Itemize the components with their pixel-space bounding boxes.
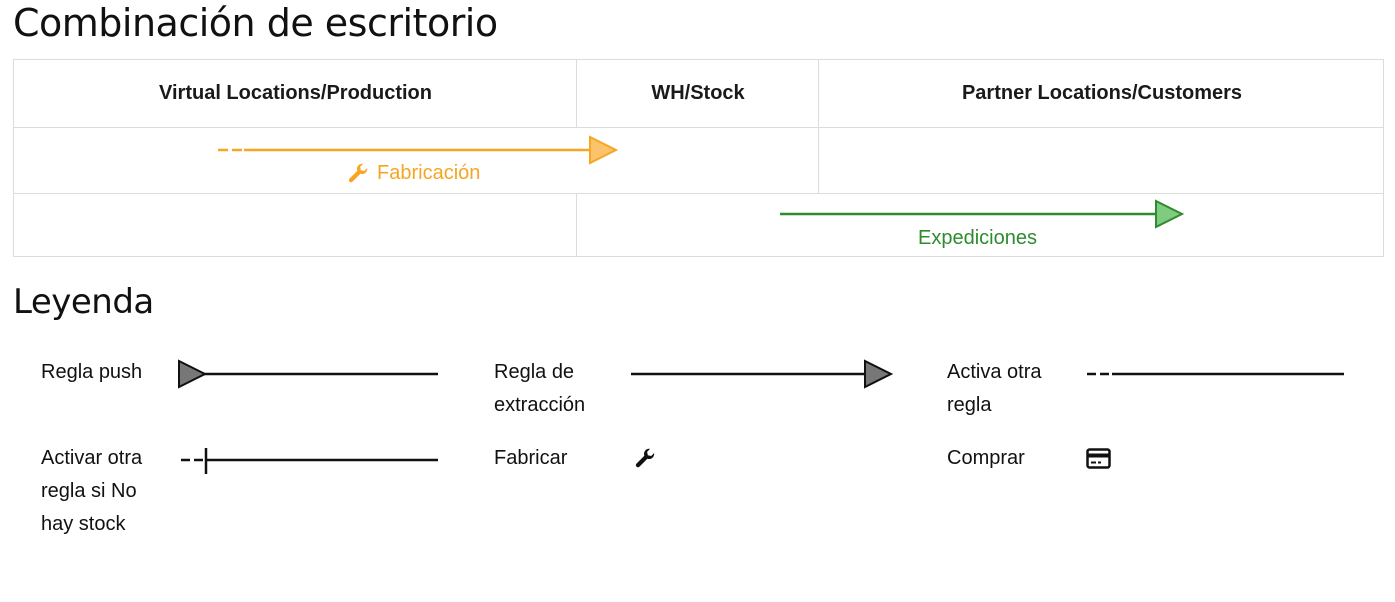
page-title: Combinación de escritorio bbox=[13, 1, 498, 45]
legend-label-line: Activar otra bbox=[41, 447, 143, 469]
legend-label-line: Regla de bbox=[494, 361, 575, 383]
route-arrow-fabricacion[interactable] bbox=[214, 134, 624, 166]
column-header-virtual-locations: Virtual Locations/Production bbox=[159, 82, 432, 104]
column-header-partner-locations: Partner Locations/Customers bbox=[961, 82, 1243, 104]
trigger-if-no-stock-symbol bbox=[181, 448, 438, 474]
credit-card-icon bbox=[1086, 448, 1111, 469]
wrench-icon bbox=[635, 448, 655, 468]
row-divider bbox=[14, 193, 1383, 194]
route-arrow-expediciones[interactable] bbox=[778, 199, 1188, 232]
trigger-rule-symbol bbox=[1087, 372, 1344, 376]
pull-rule-symbol bbox=[631, 359, 894, 389]
legend-label-trigger-if-no-stock: Activar otra regla si No hay stock bbox=[41, 442, 142, 541]
route-label-fabricacion[interactable]: Fabricación bbox=[347, 162, 480, 185]
legend-label-trigger-rule: Activa otra regla bbox=[947, 356, 1041, 422]
route-label-expediciones[interactable]: Expediciones bbox=[918, 227, 1037, 249]
legend-label-line: regla si No bbox=[41, 480, 137, 502]
legend-label-line: hay stock bbox=[41, 513, 126, 535]
row-divider bbox=[14, 127, 1383, 128]
column-divider bbox=[576, 193, 577, 257]
route-label-text: Fabricación bbox=[377, 162, 481, 184]
legend-label-push-rule: Regla push bbox=[41, 361, 143, 383]
legend-title: Leyenda bbox=[13, 282, 154, 322]
legend-label-pull-rule: Regla de extracción bbox=[494, 356, 585, 422]
legend-label-line: regla bbox=[947, 394, 992, 416]
column-divider bbox=[818, 60, 819, 193]
legend-label-manufacture: Fabricar bbox=[494, 447, 568, 469]
legend-label-line: Activa otra bbox=[947, 361, 1042, 383]
route-table: Virtual Locations/Production WH/Stock Pa… bbox=[13, 59, 1384, 257]
push-rule-symbol bbox=[178, 359, 438, 389]
column-header-wh-stock: WH/Stock bbox=[651, 82, 745, 104]
column-divider bbox=[576, 60, 577, 127]
legend-label-buy: Comprar bbox=[947, 447, 1025, 469]
wrench-icon bbox=[348, 163, 368, 182]
legend-label-line: extracción bbox=[494, 394, 586, 416]
